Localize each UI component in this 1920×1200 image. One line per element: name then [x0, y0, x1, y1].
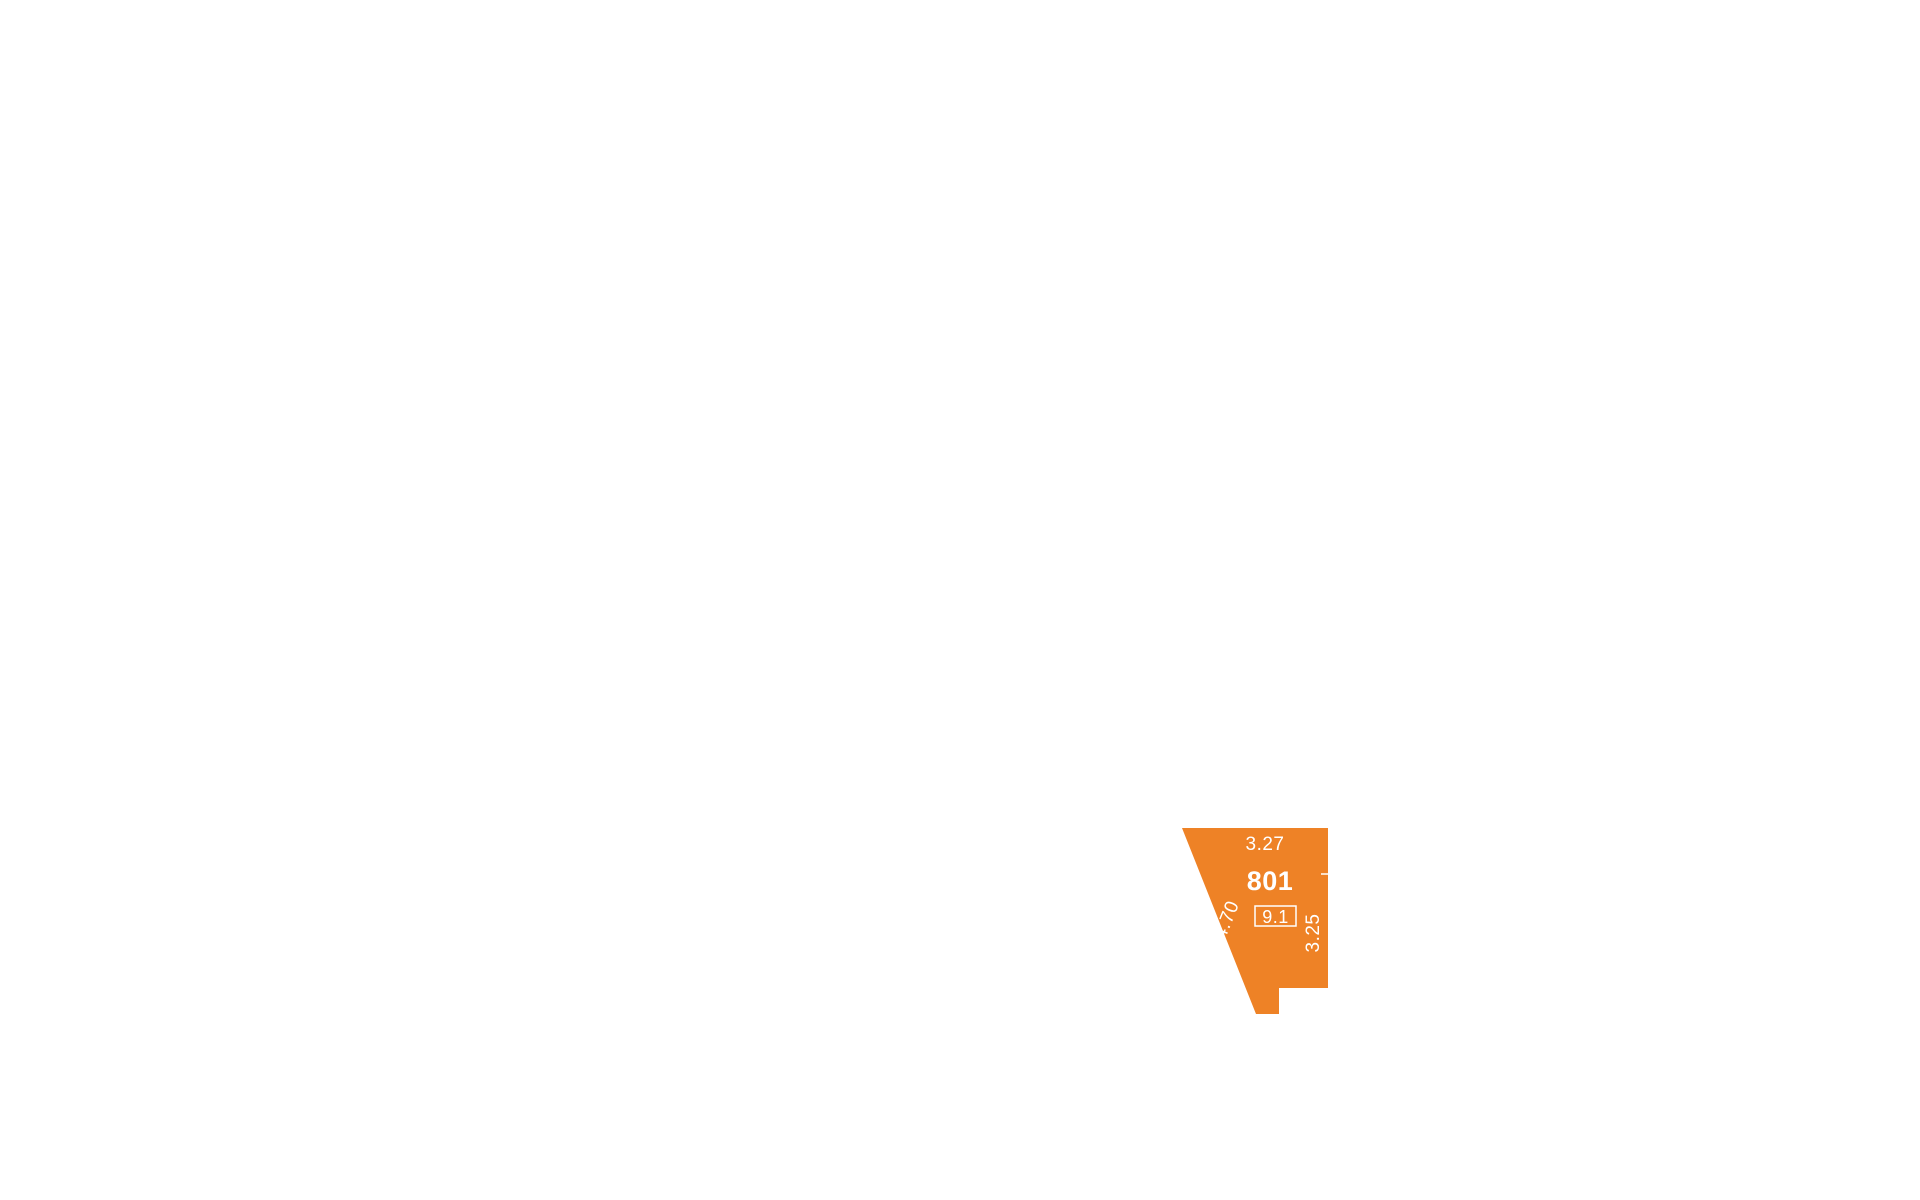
area-value: 9.1: [1262, 907, 1289, 927]
unit-number: 801: [1247, 866, 1294, 896]
dimension-top: 3.27: [1246, 834, 1285, 855]
dimension-right: 3.25: [1303, 914, 1324, 953]
area-box: [1254, 905, 1297, 927]
unit-801[interactable]: 3.27 801 9.1 4.70 3.25: [1182, 828, 1328, 1014]
